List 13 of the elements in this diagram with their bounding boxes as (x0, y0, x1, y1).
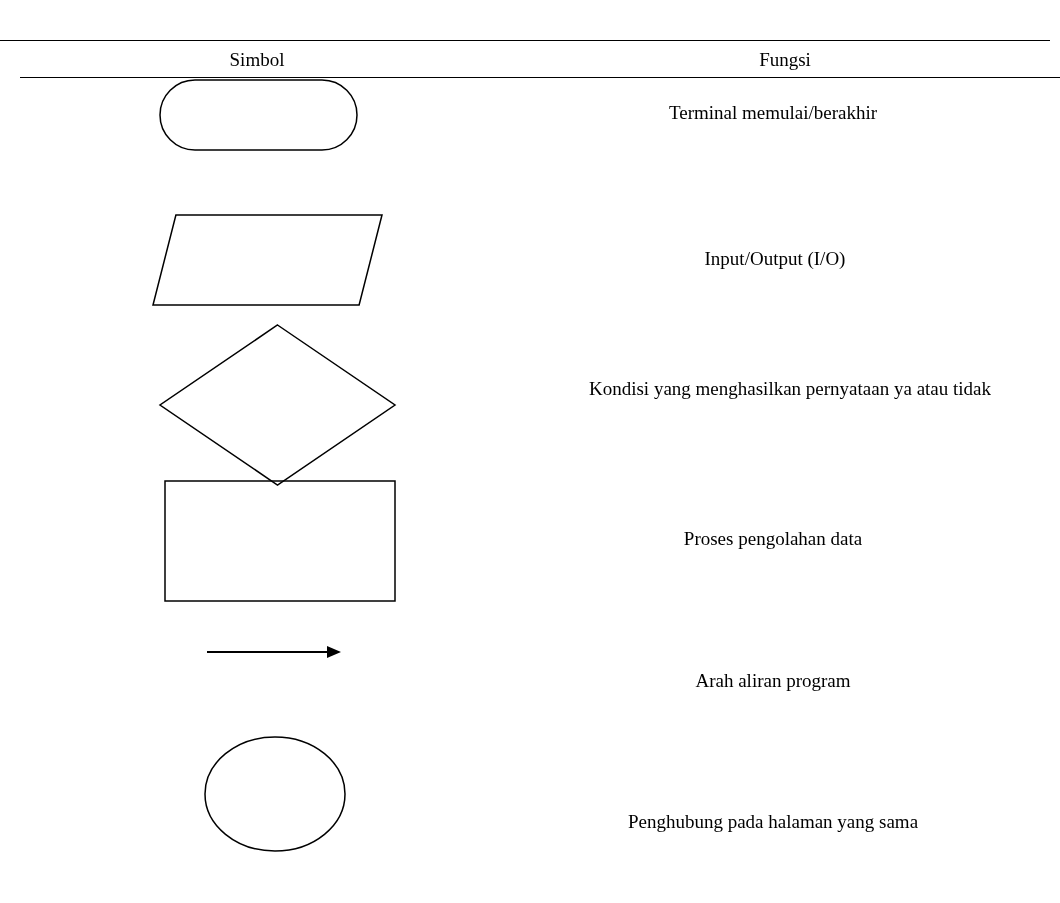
description-text: Kondisi yang menghasilkan pernyataan ya atau tidak (587, 378, 992, 400)
description-text: Proses pengolahan data (682, 528, 864, 550)
description-text: Input/Output (I/O) (703, 248, 847, 270)
description-text: Arah aliran program (694, 670, 852, 692)
parallelogram-shape (153, 215, 382, 305)
terminal-shape (160, 80, 357, 150)
description-text: Terminal memulai/berakhir (667, 102, 879, 124)
column-header: Fungsi (758, 49, 812, 71)
decision-diamond (160, 325, 395, 485)
column-header: Simbol (228, 49, 286, 71)
process-box (165, 481, 395, 601)
connector-circle (205, 737, 345, 851)
description-text: Penghubung pada halaman yang sama (626, 811, 920, 833)
